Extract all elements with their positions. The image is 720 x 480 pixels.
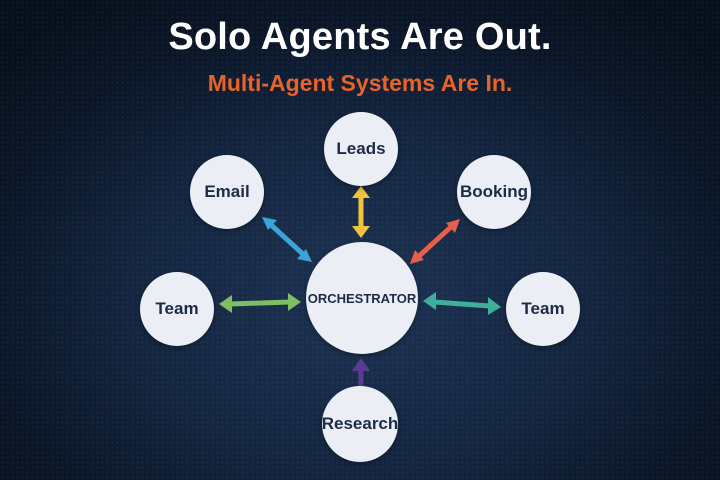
arrow-email-line <box>268 222 306 257</box>
node-email-label: Email <box>204 182 250 201</box>
arrow-research-head <box>352 358 370 371</box>
page-subtitle: Multi-Agent Systems Are In. <box>207 70 513 96</box>
page-title: Solo Agents Are Out. <box>168 16 552 58</box>
node-booking-label: Booking <box>460 182 528 201</box>
arrow-email-head-out <box>262 217 277 230</box>
arrow-research <box>352 358 370 386</box>
node-booking: Booking <box>457 155 531 229</box>
node-team-left: Team <box>140 272 214 346</box>
arrow-team-right-head-out <box>488 297 501 315</box>
node-orchestrator-label: ORCHESTRATOR <box>307 290 417 306</box>
node-research-label: Research <box>321 414 399 433</box>
arrow-team-right-head-in <box>423 292 436 310</box>
node-orchestrator: ORCHESTRATOR <box>306 242 418 354</box>
arrow-booking-head-in <box>410 250 424 264</box>
arrow-email <box>262 217 312 262</box>
node-team-left-label: Team <box>155 299 199 318</box>
arrow-team-left <box>219 293 301 313</box>
arrow-leads <box>352 186 370 238</box>
arrow-team-left-head-in <box>288 293 301 311</box>
node-email: Email <box>190 155 264 229</box>
arrow-leads-head-out <box>352 186 370 198</box>
node-team-right: Team <box>506 272 580 346</box>
node-leads: Leads <box>324 112 398 186</box>
arrow-team-left-line <box>229 299 291 307</box>
arrow-booking-head-out <box>446 219 460 233</box>
arrow-team-right-line <box>433 299 491 309</box>
node-team-right-label: Team <box>521 299 565 318</box>
arrow-booking <box>410 219 460 264</box>
arrow-email-head-in <box>297 249 312 262</box>
arrow-booking-line <box>416 224 454 259</box>
arrow-team-right <box>423 292 501 315</box>
node-leads-label: Leads <box>336 139 386 158</box>
node-research: Research <box>322 386 398 462</box>
arrow-leads-head-in <box>352 226 370 238</box>
arrow-team-left-head-out <box>219 295 232 313</box>
